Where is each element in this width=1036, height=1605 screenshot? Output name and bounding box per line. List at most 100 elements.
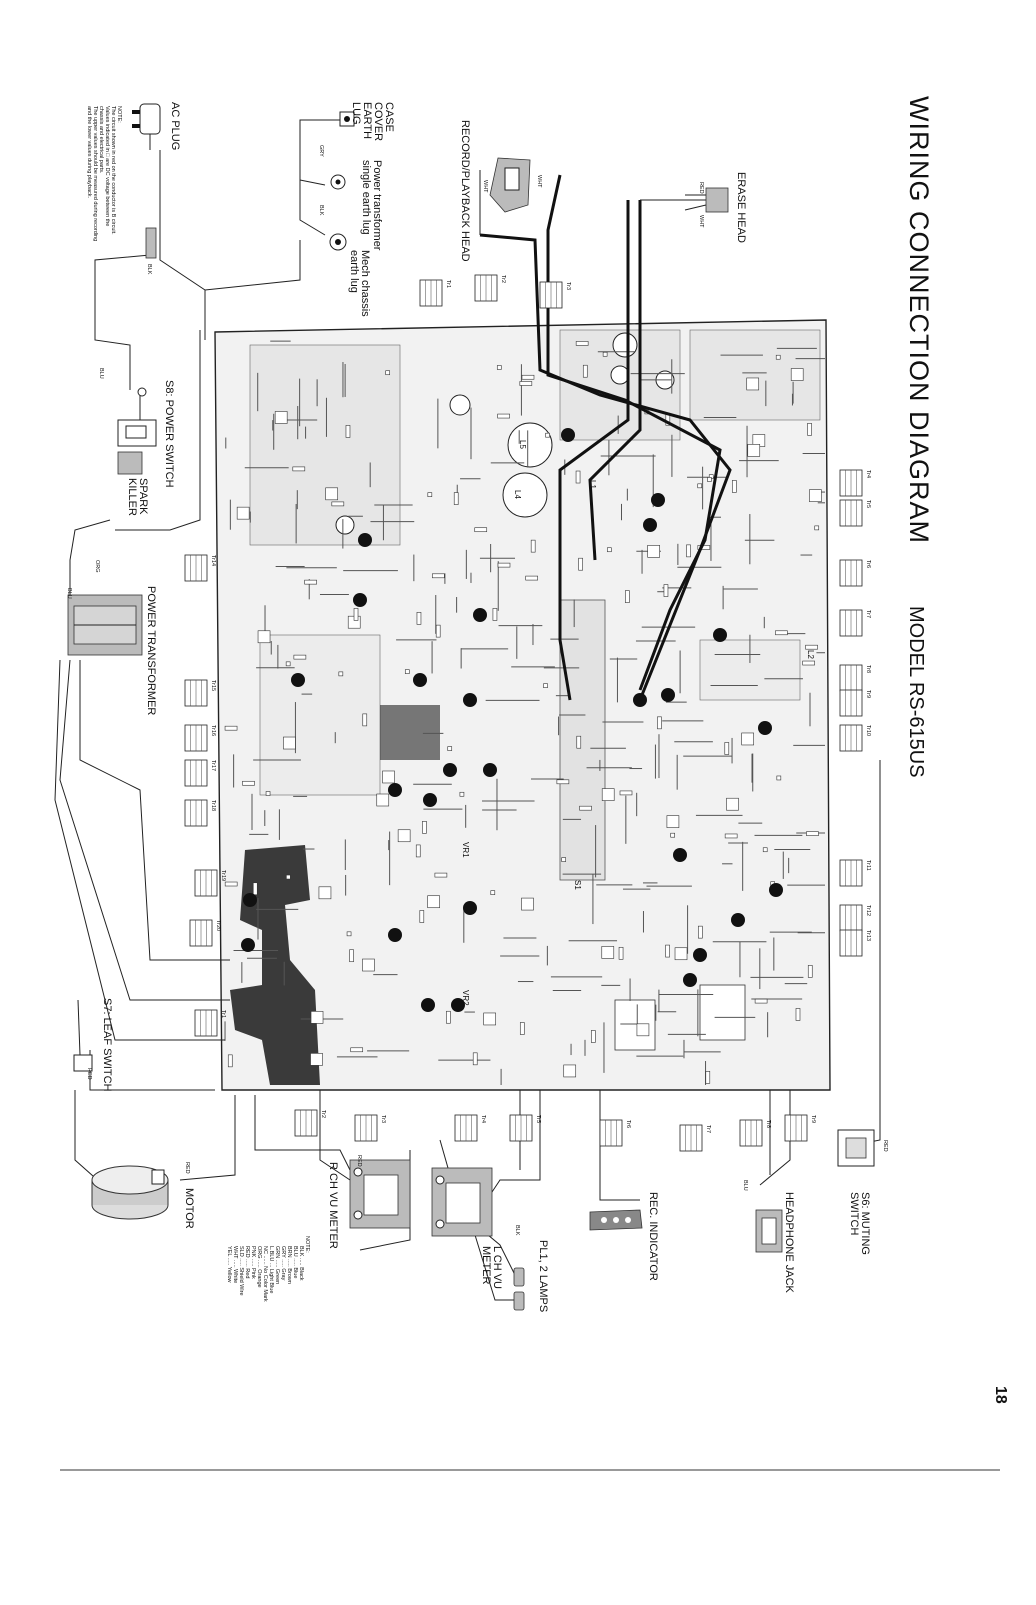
voltage-box-label: Tr3 — [380, 1115, 386, 1123]
wire-tag: WHT — [482, 180, 488, 193]
resistor — [490, 890, 496, 895]
resistor — [331, 501, 345, 507]
resistor — [265, 791, 271, 796]
s7-label: S7: LEAF SWITCH — [101, 998, 113, 1092]
headphone-jack-label: HEADPHONE JACK — [783, 1192, 795, 1294]
transistor-dot — [388, 928, 402, 942]
wire-tag: RED — [356, 1155, 362, 1167]
rec-indicator-label: REC. INDICATOR — [647, 1192, 659, 1281]
pl-lamps: PL1, 2 LAMPS — [513, 1240, 549, 1312]
resistor — [293, 654, 307, 660]
voltage-note-line: The circuit shown in red on the conducto… — [110, 106, 116, 235]
voltage-box-label: Tr16 — [210, 725, 216, 736]
voltage-box: Tr17 — [184, 759, 216, 787]
wire-tag: BLK — [514, 1225, 520, 1236]
voltage-box-label: Tr11 — [865, 860, 871, 871]
resistor — [427, 895, 440, 909]
color-note-line: ORG ..... Orange — [256, 1246, 262, 1288]
transistor-dot — [388, 783, 402, 797]
resistor — [496, 365, 502, 370]
voltage-box-label: Tr19 — [220, 870, 226, 881]
resistor — [575, 470, 581, 484]
resistor — [619, 790, 633, 796]
voltage-boxes: Tr1Tr2Tr3Tr4Tr5Tr6Tr7Tr8Tr9Tr10Tr11Tr12T… — [184, 274, 871, 1152]
color-note-line: PNK ..... Pink — [250, 1246, 256, 1279]
voltage-box: Tr5 — [509, 1114, 541, 1142]
resistor — [806, 831, 819, 836]
voltage-box: Tr2 — [294, 1109, 326, 1137]
s8-label: S8: POWER SWITCH — [163, 380, 175, 488]
page-number: 18 — [992, 1386, 1009, 1404]
resistor — [705, 1071, 711, 1084]
voltage-box-label: Tr2 — [500, 275, 506, 283]
voltage-box-label: Tr15 — [210, 680, 216, 691]
transistor-dot — [651, 493, 665, 507]
resistor — [775, 354, 781, 360]
resistor — [601, 946, 615, 959]
transistor-dot — [353, 593, 367, 607]
resistor — [252, 882, 258, 896]
wire-tag: BLK — [318, 205, 324, 216]
power-transformer-label: POWER TRANSFORMER — [145, 586, 157, 715]
voltage-box-label: Tr5 — [535, 1115, 541, 1123]
voltage-box: Tr5 — [839, 499, 871, 527]
transistor-dot — [673, 848, 687, 862]
wire-tag: ORG — [94, 560, 100, 573]
wire-tag: RED — [86, 1068, 92, 1080]
transistor-dot — [769, 883, 783, 897]
ac-plug: AC PLUG — [132, 102, 181, 259]
resistor — [707, 477, 712, 482]
wire-tag: BLK — [146, 264, 152, 275]
resistor — [435, 624, 441, 638]
voltage-box-label: Tr12 — [865, 905, 871, 916]
board-labels: L5 L4 L2 L1 S1 VR1 VR2 — [461, 440, 815, 1006]
resistor — [459, 791, 465, 797]
transistor-dot — [421, 998, 435, 1012]
voltage-box-label: Tr3 — [565, 282, 571, 290]
resistor — [274, 411, 288, 424]
wire-tag: RED — [698, 182, 704, 194]
voltage-box-label: Tr7 — [705, 1125, 711, 1133]
resistor — [304, 579, 317, 585]
mech-chassis-earth-lug: Mech chassis earth lug — [329, 233, 371, 317]
voltage-box: Tr7 — [839, 609, 871, 637]
resistor — [602, 351, 608, 357]
resistor — [790, 368, 804, 381]
resistor — [543, 683, 548, 688]
board-label: L1 — [588, 480, 597, 489]
motor: MOTOR — [91, 1165, 195, 1229]
voltage-note-heading: NOTE: — [116, 106, 122, 123]
voltage-box: Tr9 — [784, 1114, 816, 1142]
transistor-dot — [731, 913, 745, 927]
wire-tag: RED — [184, 1162, 190, 1174]
resistor — [576, 735, 582, 749]
voltage-box: Tr19 — [194, 869, 226, 897]
spark-killer: SPARK KILLER — [117, 451, 149, 516]
voltage-box: Tr10 — [839, 724, 871, 752]
resistor — [530, 539, 536, 553]
diagram-title: WIRING CONNECTION DIAGRAM MODEL RS-615US — [904, 96, 934, 778]
resistor — [625, 590, 630, 603]
voltage-box: Tr3 — [354, 1114, 386, 1142]
resistor — [591, 1030, 596, 1043]
resistor — [422, 821, 427, 834]
voltage-note-line: Values indicated in □ are DC voltage bet… — [104, 106, 110, 226]
voltage-box: Tr8 — [839, 664, 871, 692]
transistor-dot — [683, 973, 697, 987]
resistor — [805, 644, 818, 650]
wire-tag: RED — [882, 1140, 888, 1152]
resistor — [563, 1064, 577, 1078]
record-playback-head: RECORD/PLAYBACK HEAD — [459, 120, 531, 262]
s6-muting-switch: S6: MUTING SWITCH — [837, 1129, 875, 1255]
spark-killer-label: KILLER — [126, 478, 138, 516]
resistor — [236, 506, 250, 520]
voltage-box: Tr4 — [839, 469, 871, 497]
resistor — [415, 844, 421, 858]
resistor — [497, 413, 510, 419]
wire-tag: BLU — [742, 1180, 748, 1191]
case-cover-label: CASE — [383, 102, 395, 132]
transistor-dot — [443, 763, 457, 777]
resistor — [519, 381, 533, 386]
voltage-box-label: Tr2 — [320, 1110, 326, 1118]
